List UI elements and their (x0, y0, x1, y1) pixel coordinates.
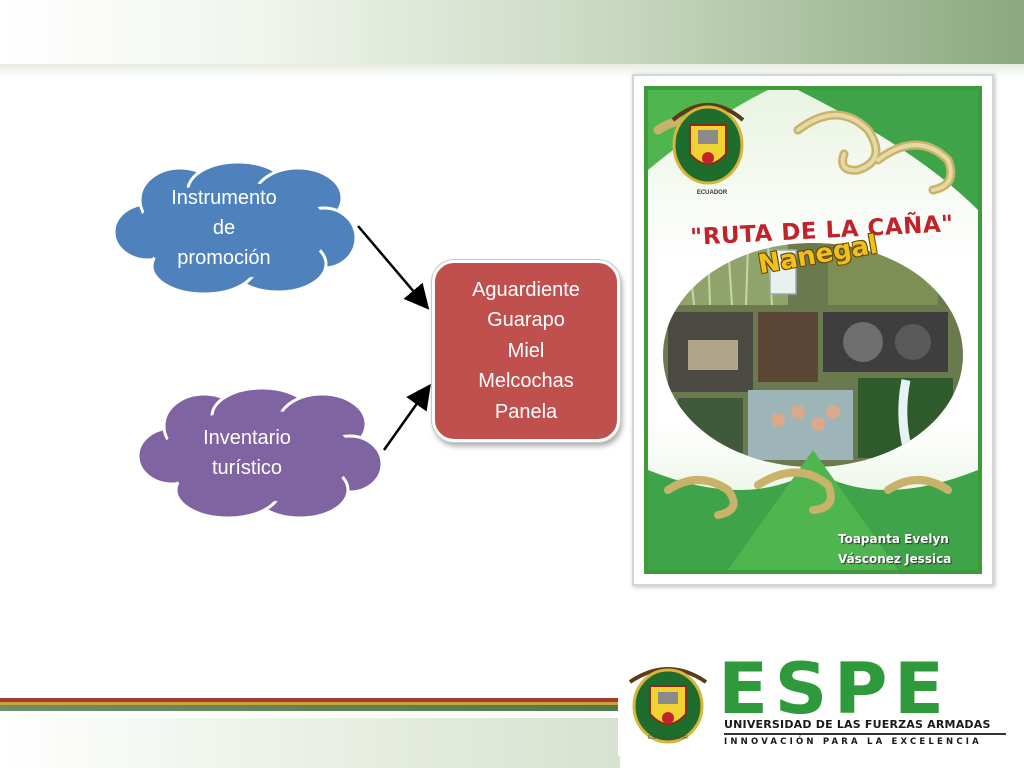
cloud-shape (136, 386, 384, 520)
footer-stripes (0, 684, 1024, 768)
poster-artwork (648, 90, 978, 570)
poster-ruta-de-la-cana: ECUADOR "RUTA DE LA CAÑA" Nanegal Toapan… (632, 74, 994, 586)
espe-crest-label: ESPE ECUADOR (648, 735, 688, 741)
footer-stripe-red (0, 698, 620, 702)
footer-stripe-gold (0, 702, 620, 705)
product-item: Guarapo (487, 309, 565, 332)
products-box: Aguardiente Guarapo Miel Melcochas Panel… (432, 260, 620, 442)
espe-university-name: UNIVERSIDAD DE LAS FUERZAS ARMADAS (724, 718, 991, 731)
product-item: Melcochas (478, 370, 574, 393)
ecuador-seal-icon (671, 103, 745, 185)
footer-band-gradient (0, 718, 620, 768)
poster-author-1: Toapanta Evelyn (838, 532, 949, 546)
arrow-promotion-to-products (357, 225, 430, 310)
cloud-instrumento-promocion: Instrumento de promoción (108, 160, 358, 296)
footer-stripe-green (0, 705, 620, 711)
espe-logo-word: ESPE (718, 648, 951, 730)
espe-crest-icon (628, 667, 708, 744)
photo-collage (663, 243, 963, 467)
header-band (0, 0, 1024, 64)
arrow-inventory-to-products (382, 383, 431, 451)
cloud-inventario-turistico: Inventario turístico (132, 386, 384, 520)
poster-author-2: Vásconez Jessica (838, 552, 952, 566)
espe-divider (724, 733, 1006, 735)
cloud-line-3: promoción (177, 247, 271, 269)
cloud-line-2: de (212, 217, 236, 239)
cloud-line-1: Instrumento (171, 187, 277, 209)
product-item: Aguardiente (472, 278, 580, 301)
cloud-shape (112, 160, 358, 296)
poster-frame: ECUADOR "RUTA DE LA CAÑA" Nanegal Toapan… (644, 86, 982, 574)
poster-seal-label: ECUADOR (696, 190, 728, 196)
product-item: Panela (494, 400, 558, 423)
cloud-line-2: turístico (211, 457, 283, 479)
cloud-line-1: Inventario (203, 427, 291, 449)
product-item: Miel (507, 339, 545, 362)
espe-motto: INNOVACIÓN PARA LA EXCELENCIA (724, 737, 982, 747)
